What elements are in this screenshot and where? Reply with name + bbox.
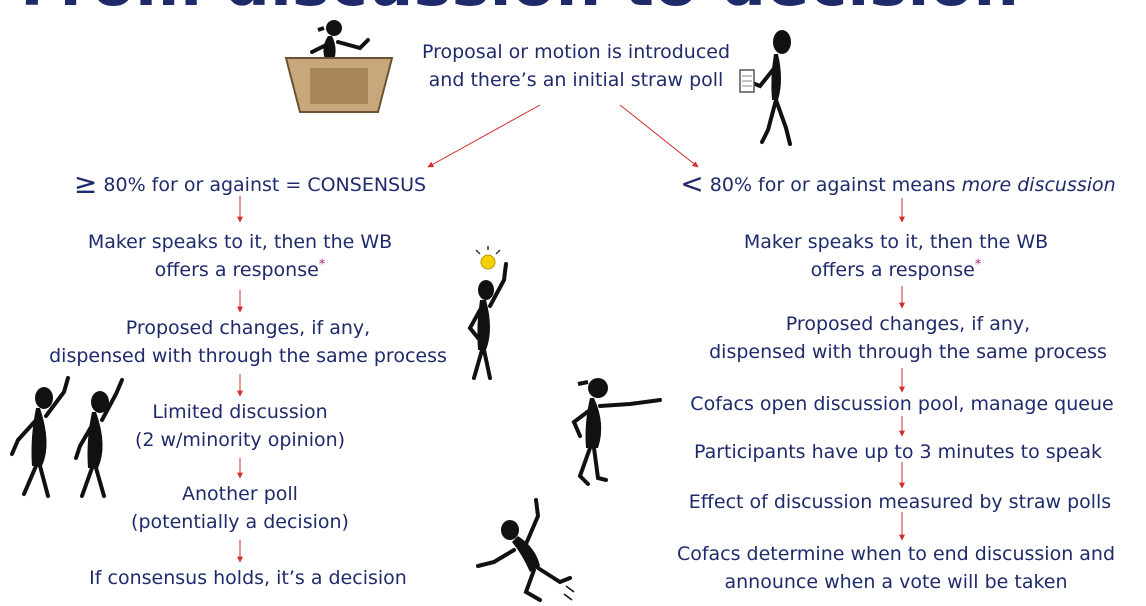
right-step-6-line-1: Cofacs determine when to end discussion … [676,543,1116,565]
left-step-2: Proposed changes, if any, dispensed with… [49,314,447,370]
arrow-to-right [619,104,699,168]
asterisk-mark: * [974,257,982,273]
right-step-4: Participants have up to 3 minutes to spe… [694,438,1102,466]
right-header: < 80% for or against means more discussi… [680,170,1115,199]
left-step-2-line-2: dispensed with through the same process [49,345,447,367]
left-step-5-line-1: If consensus holds, it’s a decision [89,567,407,589]
left-header: ≥ 80% for or against = CONSENSUS [74,170,426,199]
right-step-5-line-1: Effect of discussion measured by straw p… [688,491,1112,513]
right-step-6-line-2: announce when a vote will be taken [724,571,1068,593]
arrow-to-left [427,104,541,168]
right-step-1-line-1: Maker speaks to it, then the WB [743,231,1049,253]
left-step-4-line-2: (potentially a decision) [131,511,349,533]
left-step-1-line-2-text: offers a response [154,259,319,281]
right-step-1-line-2-text: offers a response [810,259,975,281]
gte-symbol: ≥ [73,167,98,200]
right-step-2-line-1: Proposed changes, if any, [785,313,1031,335]
right-step-3: Cofacs open discussion pool, manage queu… [690,390,1113,418]
left-step-3: Limited discussion (2 w/minority opinion… [135,398,345,454]
intro-text: Proposal or motion is introduced and the… [422,38,730,94]
left-step-3-line-2: (2 w/minority opinion) [134,429,346,451]
idea-person-illustration [467,246,508,380]
left-step-4: Another poll (potentially a decision) [131,480,349,536]
right-step-2-line-2: dispensed with through the same process [709,341,1107,363]
left-step-1-line-1: Maker speaks to it, then the WB [87,231,393,253]
right-step-2: Proposed changes, if any, dispensed with… [709,310,1107,366]
lt-symbol: < [680,167,704,200]
right-step-6: Cofacs determine when to end discussion … [677,540,1115,596]
left-step-4-line-1: Another poll [182,483,298,505]
left-step-5: If consensus holds, it’s a decision [89,564,407,592]
left-step-1: Maker speaks to it, then the WB offers a… [88,228,392,284]
right-step-3-line-1: Cofacs open discussion pool, manage queu… [690,393,1114,415]
pointing-person-illustration [571,378,662,486]
right-step-1-line-2: offers a response* [744,256,1048,284]
page-title: From discussion to decision [20,0,1019,16]
right-step-1: Maker speaks to it, then the WB offers a… [744,228,1048,284]
left-step-1-line-2: offers a response* [88,256,392,284]
jumping-person-illustration [476,498,575,602]
right-step-4-line-1: Participants have up to 3 minutes to spe… [693,441,1103,463]
intro-line-1: Proposal or motion is introduced [421,41,731,63]
intro-line-2: and there’s an initial straw poll [428,69,724,91]
left-header-text: 80% for or against = CONSENSUS [97,174,427,196]
right-header-text: 80% for or against means [703,174,962,196]
left-step-2-line-1: Proposed changes, if any, [125,317,371,339]
podium-speaker-illustration [284,20,394,113]
asterisk-mark: * [318,257,326,273]
right-header-emphasis: more discussion [961,174,1116,196]
poll-voter-illustration [739,30,792,146]
right-step-5: Effect of discussion measured by straw p… [689,488,1111,516]
left-step-3-line-1: Limited discussion [152,401,328,423]
cheering-people-illustration [10,376,124,498]
